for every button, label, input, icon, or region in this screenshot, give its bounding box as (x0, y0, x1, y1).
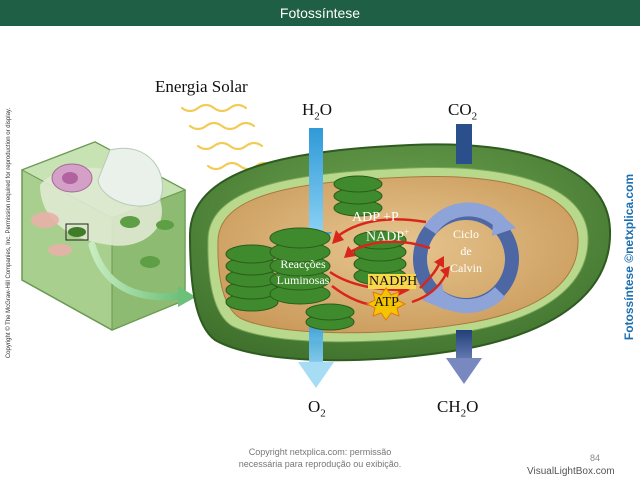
atp-burst-icon (365, 287, 407, 321)
page-number: 84 (590, 453, 601, 463)
adp-label: ADP +P (352, 210, 399, 225)
nadp-label: NADP+ (366, 227, 410, 245)
title-bar: Fotossíntese (0, 0, 640, 26)
footer-copyright: Copyright netxplica.com: permissão neces… (238, 447, 402, 469)
o2-label: O2 (308, 397, 326, 420)
nadph-highlight (368, 274, 416, 289)
light-reactions-label: Reacções Luminosas (276, 257, 330, 287)
nadph-label: NADPH (369, 274, 418, 289)
grana-stacks (225, 175, 407, 331)
co2-arrow (456, 124, 472, 164)
page-title: Fotossíntese (279, 5, 361, 21)
watermark: VisualLightBox.com (527, 466, 615, 477)
zoom-arrow (88, 241, 184, 301)
ch2o-label: CH2O (437, 397, 479, 420)
calvin-cycle-label: Ciclo de Calvin (450, 227, 482, 275)
brand-vertical: Fotossíntese ©netxplica.com (622, 173, 636, 341)
plant-cell (20, 141, 187, 331)
h2o-label: H2O (302, 100, 333, 123)
energy-label: Energia Solar (155, 77, 248, 96)
calvin-cycle-icon (413, 202, 519, 314)
atp-label: ATP (374, 295, 399, 310)
co2-label: CO2 (448, 100, 478, 123)
oxygen-arrow (298, 318, 334, 388)
copyright-vertical: Copyright © The McGraw-Hill Companies, I… (6, 107, 12, 359)
carbohydrate-arrow (446, 330, 482, 384)
